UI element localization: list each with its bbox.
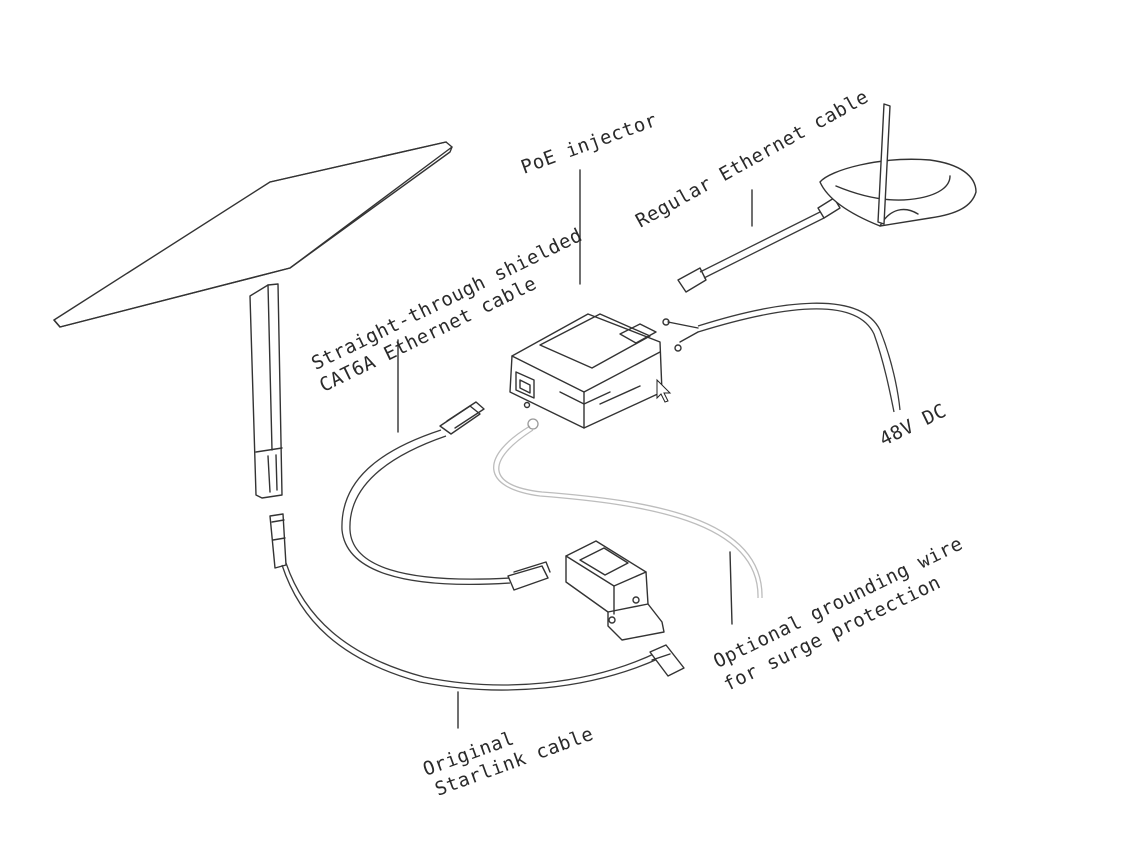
grounding-wire bbox=[493, 418, 763, 625]
dc-48v-cable bbox=[662, 302, 901, 413]
injector-mount bbox=[565, 540, 665, 641]
router bbox=[819, 103, 977, 227]
starlink-dish bbox=[53, 141, 453, 499]
regular-ethernet-cable bbox=[677, 189, 841, 293]
mouse-cursor-icon bbox=[656, 378, 672, 403]
original-starlink-cable bbox=[269, 513, 685, 729]
cat6a-ethernet-cable bbox=[341, 339, 551, 591]
poe-injector bbox=[509, 169, 663, 429]
